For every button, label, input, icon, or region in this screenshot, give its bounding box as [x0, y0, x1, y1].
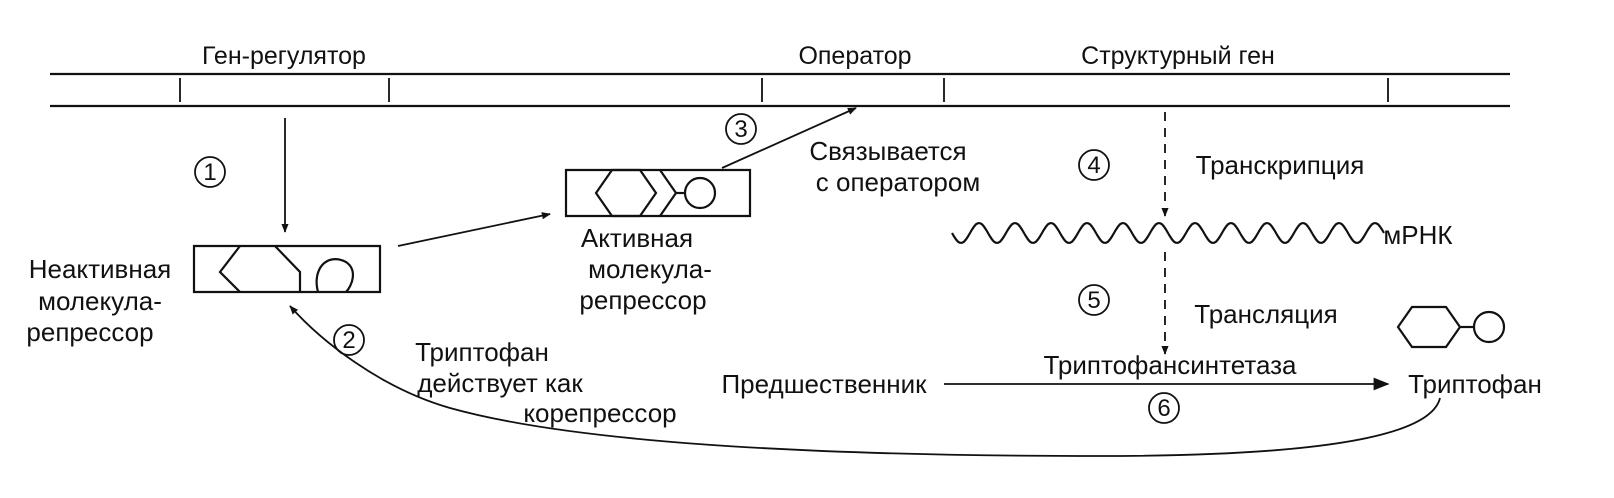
step-2-number: 2	[342, 327, 355, 354]
active-repressor-label: Активная молекула- репрессор	[579, 223, 711, 315]
regulator-gene-label: Ген-регулятор	[202, 42, 366, 70]
active-repressor-line: репрессор	[579, 285, 706, 315]
activation-arrow	[397, 212, 551, 247]
active-repressor-line: молекула-	[588, 254, 712, 284]
dna-strand	[50, 72, 1510, 108]
corepressor-note-line: корепрессор	[523, 398, 676, 428]
tryptophan-molecule	[1396, 305, 1506, 349]
step-2-circle	[333, 324, 365, 356]
translation-label: Трансляция	[1194, 299, 1337, 329]
binds-operator-line: с оператором	[816, 167, 980, 197]
feedback-arrow	[289, 305, 1441, 457]
active-repressor-shape	[564, 168, 752, 218]
mrna-strand	[951, 222, 1385, 244]
inactive-repressor-line: Неактивная	[29, 254, 172, 284]
precursor-label: Предшественник	[721, 369, 927, 399]
step-1-circle	[194, 156, 226, 188]
step-3-circle	[725, 113, 757, 145]
binding-arrow	[721, 107, 857, 169]
structural-gene-label: Структурный ген	[1081, 42, 1275, 70]
step-3-number: 3	[734, 116, 747, 143]
inactive-repressor-line: репрессор	[26, 317, 153, 347]
step-6-number: 6	[1157, 395, 1170, 422]
step-4-circle	[1078, 149, 1110, 181]
binds-operator-line: Связывается	[809, 136, 966, 166]
operator-label: Оператор	[798, 42, 911, 70]
step-5-number: 5	[1087, 287, 1100, 314]
tryptophan-label: Триптофан	[1408, 369, 1542, 399]
step-5-circle	[1078, 284, 1110, 316]
step-4-number: 4	[1087, 152, 1100, 179]
active-repressor-line: Активная	[581, 223, 693, 253]
corepressor-note-line: действует как	[417, 368, 583, 398]
corepressor-note-line: Триптофан	[415, 337, 549, 367]
inactive-repressor-shape	[192, 244, 382, 294]
enzyme-label: Триптофансинтетаза	[1043, 350, 1297, 380]
mrna-label: мРНК	[1383, 220, 1452, 250]
inactive-repressor-line: молекула-	[38, 286, 162, 316]
step-6-circle	[1148, 392, 1180, 424]
inactive-repressor-label: Неактивная молекула- репрессор	[26, 254, 171, 347]
transcription-label: Транскрипция	[1196, 150, 1365, 180]
step-1-number: 1	[203, 159, 216, 186]
